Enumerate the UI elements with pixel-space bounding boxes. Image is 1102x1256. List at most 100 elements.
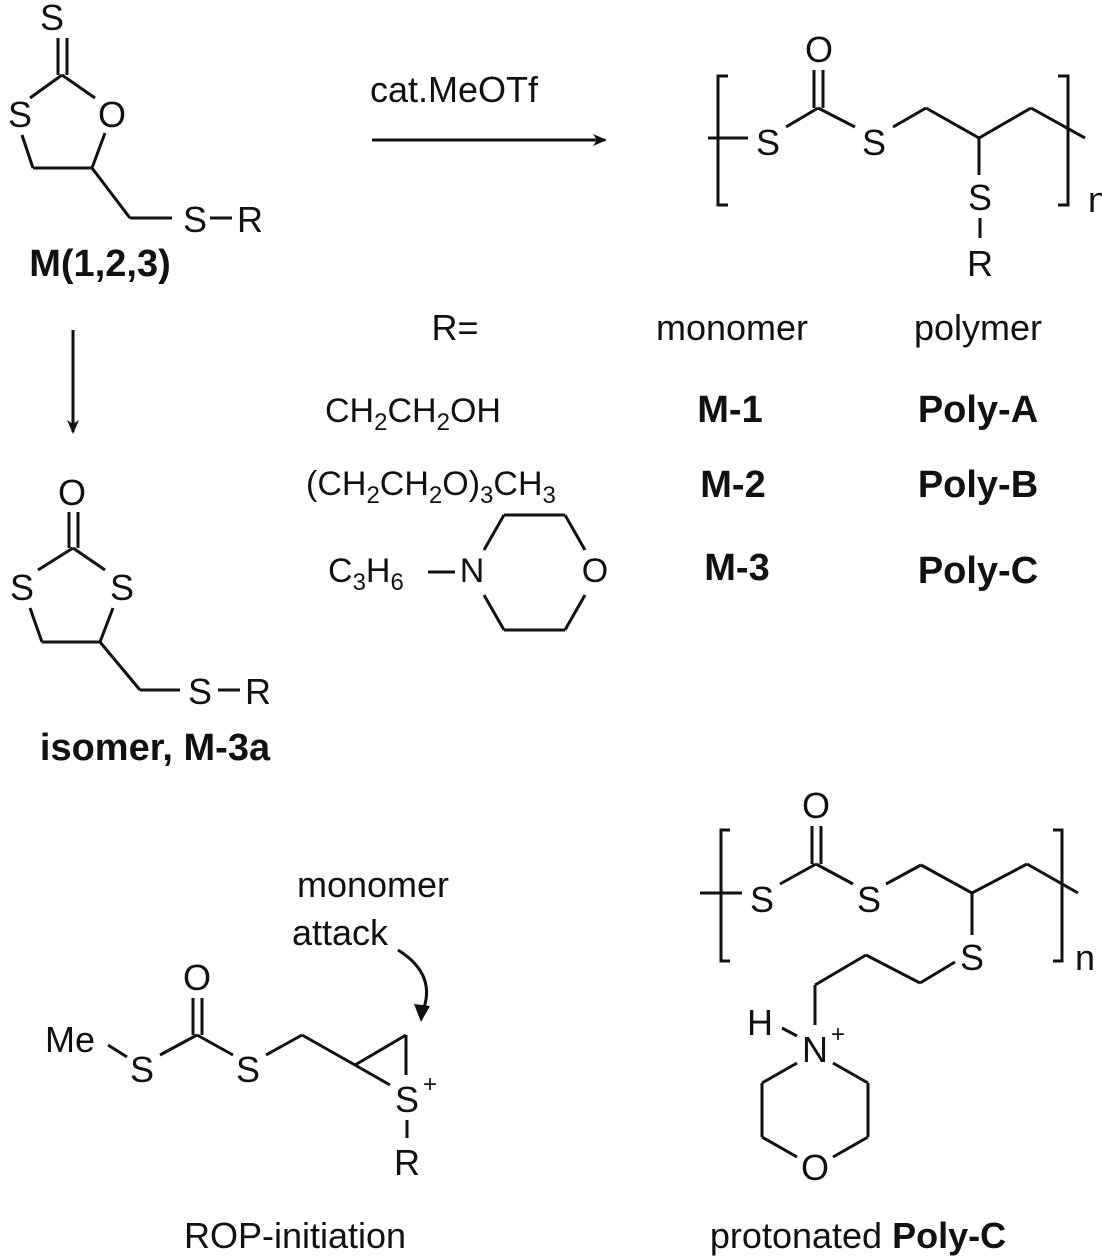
atom-side-s: S [960,937,984,978]
bond [761,1061,798,1085]
atom-s-plus: S [395,1079,419,1120]
bond [920,863,973,895]
catalyst-label: cat.MeOTf [370,69,539,110]
initiation-caption: ROP-initiation [184,1215,406,1256]
bond [354,1033,407,1067]
bond [563,594,587,631]
atom-thione-s: S [40,0,64,38]
bond [1026,862,1079,895]
atom-ring-s2: S [110,567,134,608]
polymer-row-3: Poly-C [918,550,1038,592]
bond [919,960,956,985]
bond [832,1061,869,1085]
atom-r: R [245,671,271,712]
bond [865,953,921,985]
right-bracket [1058,74,1070,207]
atom-carbonyl-o: O [805,29,833,70]
monomer-label: M(1,2,3) [29,243,170,285]
bond [61,73,96,100]
bond [761,1135,798,1159]
r-formula-row-2: (CH2CH2O)3CH3 [306,465,556,509]
bond [196,1033,234,1057]
atom-h: H [747,1002,773,1043]
repeat-n: n [1075,937,1095,978]
annotation-line-1: monomer [297,864,449,905]
polymer-row-2: Poly-B [918,464,1038,506]
plus-charge: + [831,1021,845,1048]
bond [978,106,1032,140]
atom-o: O [183,957,211,998]
atom-n-plus: N [802,1029,828,1070]
atom-carbonyl-o: O [58,472,86,513]
atom-me: Me [45,1019,95,1060]
curved-arrow-icon [397,948,429,1014]
bond [781,1026,798,1038]
bond [28,607,44,643]
atom-s1: S [130,1049,154,1090]
bond [107,1043,128,1059]
atom-s1: S [756,122,780,163]
reaction-arrow: cat.MeOTf [370,69,607,146]
bond [354,1063,391,1087]
left-bracket [719,828,730,963]
ring-n: N [460,552,485,590]
bond [482,594,506,631]
header-monomer: monomer [656,307,808,348]
bond [815,862,854,886]
bond [563,514,587,551]
bond [90,132,107,169]
bond [1030,106,1086,140]
atom-s2: S [236,1049,260,1090]
bond [90,167,132,219]
atom-carbonyl-o: O [802,785,830,826]
bond [159,1033,198,1057]
atom-ring-s1: S [10,567,34,608]
bond [265,1033,303,1057]
monomer-row-2: M-2 [700,464,765,506]
polymer-structure: S O S S R n [708,29,1102,284]
header-r: R= [431,307,478,348]
bond [785,106,819,129]
bond [72,546,106,572]
isomer-structure: O S S S R isomer, M-3a [10,472,271,769]
ring-o: O [582,552,608,590]
protonated-caption: protonated Poly-C [710,1215,1006,1256]
left-bracket [716,74,728,207]
bond [925,106,980,140]
initiation-structure: monomer attack Me S O S S + R ROP-initia… [45,864,449,1256]
bond [98,641,142,691]
atom-ring-s: S [8,94,32,135]
plus-charge: + [423,1071,437,1098]
polymer-row-1: Poly-A [918,389,1038,431]
atom-s2: S [857,879,881,920]
atom-ring-o: O [801,1147,829,1188]
repeat-n: n [1088,179,1102,220]
atom-side-s: S [188,671,212,712]
r-formula-row-1: CH2CH2OH [325,392,501,436]
atom-s2: S [862,122,886,163]
bond [814,953,867,987]
right-bracket [1053,828,1064,963]
atom-side-s: S [968,177,992,218]
bond [885,863,922,886]
bond [971,862,1028,895]
isomer-label: isomer, M-3a [40,727,271,769]
bond [29,73,63,100]
header-polymer: polymer [914,307,1042,348]
bond [301,1033,356,1067]
atom-r: R [394,1142,420,1183]
monomer-row-1: M-1 [697,389,762,431]
substituent-table: R= monomer polymer CH2CH2OH M-1 Poly-A (… [306,307,1042,632]
r-formula-row-3: C3H6 [328,552,404,596]
atom-r: R [967,243,993,284]
bond [20,134,35,169]
atom-ring-o: O [98,94,126,135]
atom-s1: S [750,879,774,920]
atom-side-s: S [183,199,207,240]
monomer-structure: S S O S R M(1,2,3) [8,0,263,285]
bond [98,607,115,643]
bond [482,514,506,551]
annotation-line-2: attack [292,912,389,953]
bond [779,862,817,886]
